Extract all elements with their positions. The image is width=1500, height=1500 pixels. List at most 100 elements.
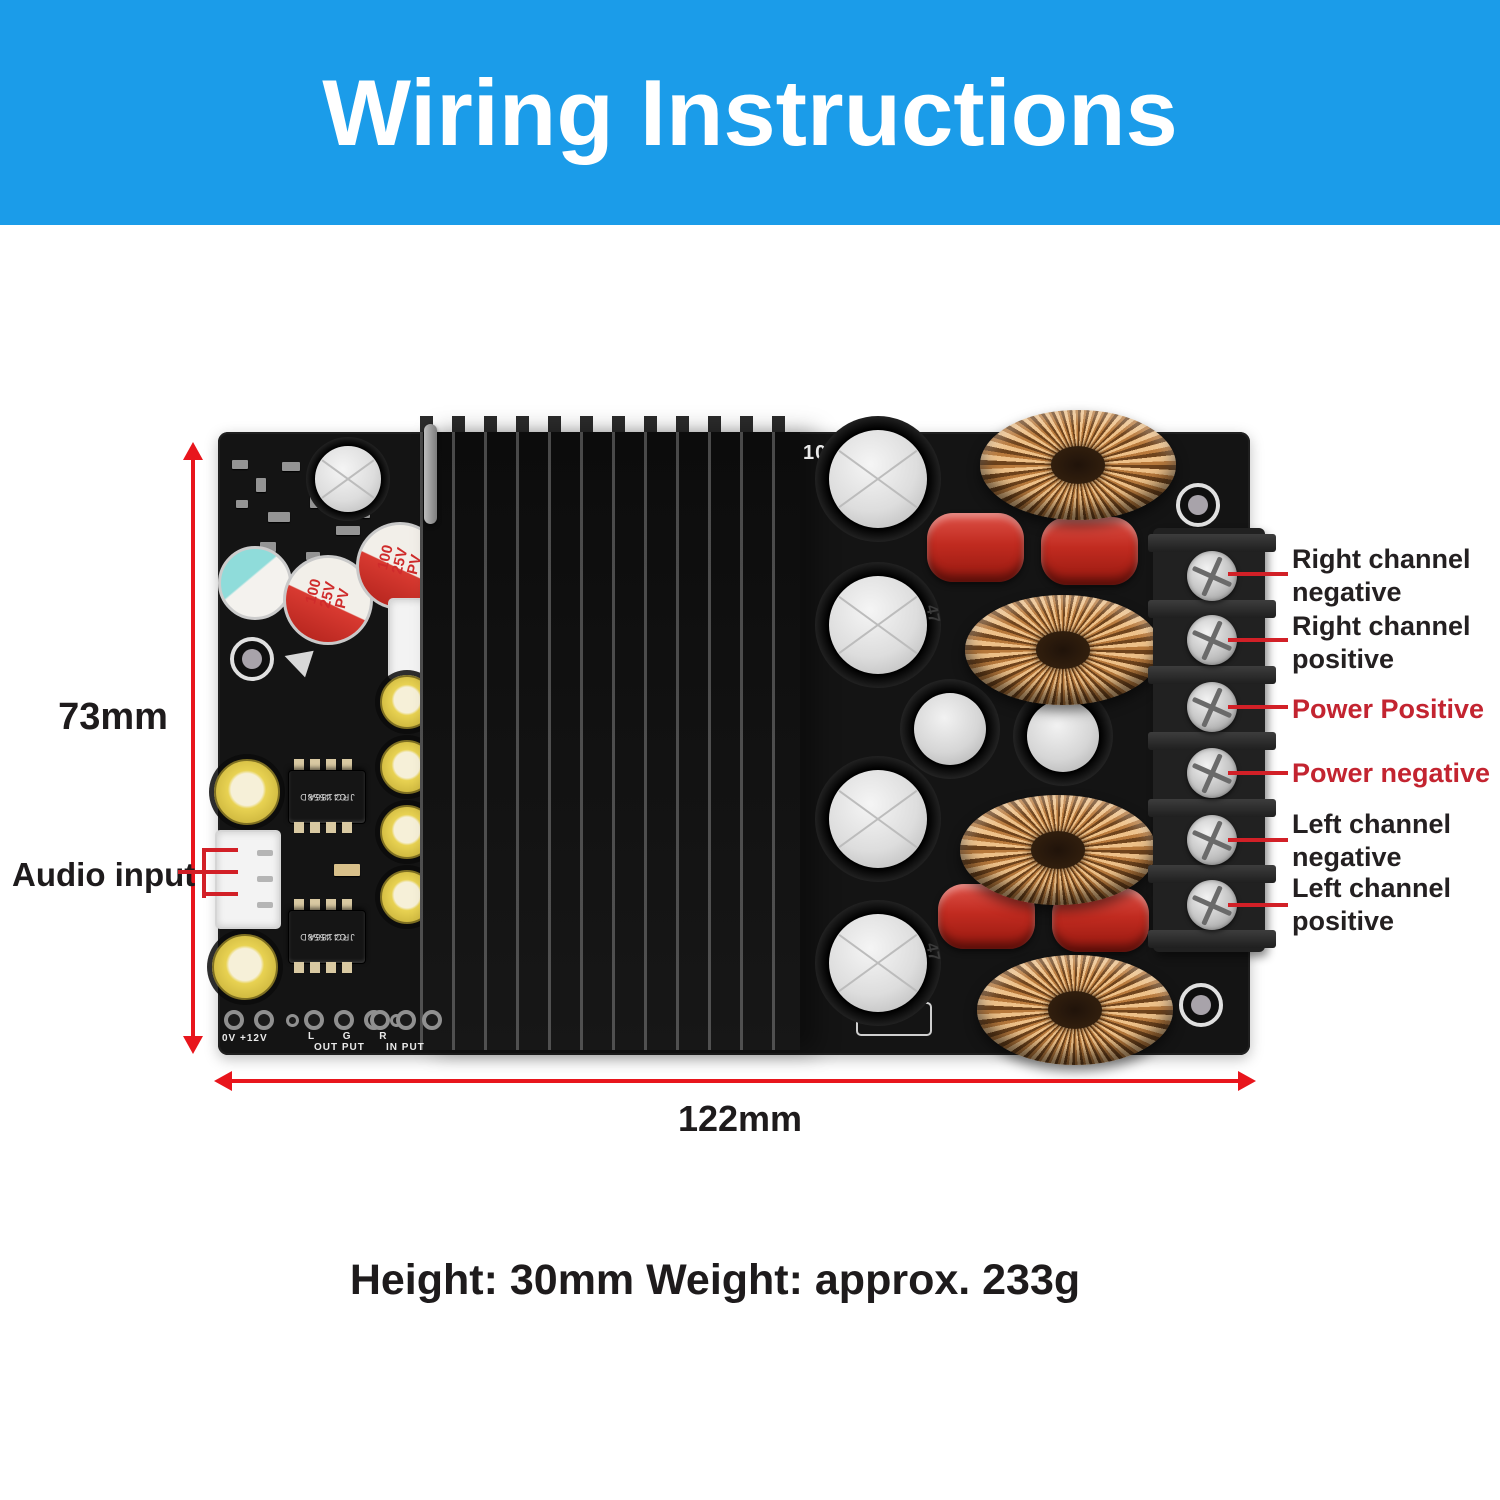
smd-component bbox=[232, 460, 248, 469]
terminal-label-line: negative bbox=[1292, 577, 1402, 607]
terminal-barrier bbox=[1148, 666, 1276, 684]
terminal-barrier bbox=[1148, 732, 1276, 750]
heatsink bbox=[420, 432, 800, 1050]
solder-pad bbox=[286, 1014, 299, 1027]
toroid-inductor bbox=[965, 595, 1161, 705]
terminal-label-right-positive: Right channel positive bbox=[1292, 610, 1500, 676]
ic-pins bbox=[294, 962, 358, 973]
terminal-barrier bbox=[1148, 930, 1276, 948]
arrow-head-left bbox=[214, 1071, 232, 1091]
pad-label-letters: L G R bbox=[308, 1031, 400, 1042]
terminal-pointer-line bbox=[1228, 903, 1288, 907]
toroid-inductor bbox=[960, 795, 1156, 905]
mounting-hole bbox=[1179, 983, 1223, 1027]
height-dimension-label: 73mm bbox=[58, 696, 168, 738]
terminal-label-power-positive: Power Positive bbox=[1292, 693, 1500, 726]
ic-marking: JRC 4558D bbox=[299, 932, 355, 943]
yellow-capacitor bbox=[214, 759, 280, 825]
pad-label-power: 0V +12V bbox=[222, 1033, 268, 1044]
toroid-inductor bbox=[977, 955, 1173, 1065]
terminal-pointer-line bbox=[1228, 771, 1288, 775]
terminal-pointer-line bbox=[1228, 838, 1288, 842]
audio-pointer-line bbox=[202, 870, 238, 874]
terminal-label-line: negative bbox=[1292, 842, 1402, 872]
solder-pad bbox=[334, 1010, 354, 1030]
smd-component bbox=[336, 526, 360, 535]
pv-capacitor: 100 25V PV bbox=[283, 555, 373, 645]
terminal-label-power-negative: Power negative bbox=[1292, 757, 1500, 790]
pad-label-output: OUT PUT bbox=[314, 1042, 365, 1053]
smd-component bbox=[236, 500, 248, 508]
bus-capacitor bbox=[815, 416, 941, 542]
width-dimension-label: 122mm bbox=[677, 1098, 803, 1139]
ic-pins bbox=[294, 899, 358, 910]
height-dimension-arrow bbox=[191, 458, 195, 1038]
terminal-label-left-negative: Left channel negative bbox=[1292, 808, 1500, 874]
smd-component bbox=[256, 478, 266, 492]
terminal-label-line: Left channel bbox=[1292, 873, 1452, 903]
terminal-label-line: Power negative bbox=[1292, 758, 1491, 788]
solder-pad bbox=[224, 1010, 244, 1030]
width-dimension-arrow bbox=[230, 1079, 1240, 1083]
solder-pad bbox=[304, 1010, 324, 1030]
terminal-barrier bbox=[1148, 799, 1276, 817]
terminal-label-line: Right channel bbox=[1292, 611, 1471, 641]
terminal-barrier bbox=[1148, 534, 1276, 552]
terminal-label-line: Right channel bbox=[1292, 544, 1471, 574]
audio-input-connector bbox=[215, 830, 281, 929]
smd-component bbox=[282, 462, 300, 471]
capacitor-marking: 47 bbox=[922, 603, 943, 625]
filter-capacitor bbox=[900, 679, 1000, 779]
solder-pad bbox=[254, 1010, 274, 1030]
speaker-symbol bbox=[280, 642, 314, 678]
terminal-label-right-negative: Right channel negative bbox=[1292, 543, 1500, 609]
bus-capacitor bbox=[815, 756, 941, 882]
ic-marking: JRC 4558D bbox=[299, 792, 355, 803]
audio-input-label: Audio input bbox=[12, 856, 196, 893]
terminal-barrier bbox=[1148, 600, 1276, 618]
solder-pad bbox=[370, 1010, 390, 1030]
smd-component bbox=[268, 512, 290, 522]
opamp-ic: C4186A JRC 4558D bbox=[288, 910, 366, 964]
ic-pins bbox=[294, 759, 358, 770]
film-capacitor bbox=[927, 513, 1024, 582]
mounting-hole bbox=[230, 637, 274, 681]
mounting-hole bbox=[1176, 483, 1220, 527]
audio-pointer-line bbox=[202, 892, 238, 896]
audio-pointer-line bbox=[178, 870, 204, 874]
capacitor-marking: 47 bbox=[922, 941, 943, 963]
amplifier-board: 100 25V PV 100 25V PV C4186A JRC 4558D C… bbox=[212, 410, 1276, 1065]
terminal-pointer-line bbox=[1228, 572, 1288, 576]
bus-capacitor: 47 bbox=[815, 900, 943, 1026]
terminal-label-line: Power Positive bbox=[1292, 694, 1485, 724]
toroid-inductor bbox=[980, 410, 1176, 520]
terminal-pointer-line bbox=[1228, 638, 1288, 642]
terminal-label-line: positive bbox=[1292, 644, 1395, 674]
terminal-barrier bbox=[1148, 865, 1276, 883]
terminal-label-left-positive: Left channel positive bbox=[1292, 872, 1500, 938]
spec-footer: Height: 30mm Weight: approx. 233g bbox=[349, 1256, 1081, 1304]
smd-resistor bbox=[334, 864, 360, 876]
teal-capacitor bbox=[218, 546, 292, 620]
solder-pad bbox=[422, 1010, 442, 1030]
terminal-label-line: Left channel bbox=[1292, 809, 1452, 839]
terminal-screw-right-negative bbox=[1187, 551, 1237, 601]
header-banner: Wiring Instructions bbox=[0, 0, 1500, 225]
bus-capacitor: 47 bbox=[815, 562, 943, 688]
terminal-label-line: positive bbox=[1292, 906, 1395, 936]
heatsink-clip bbox=[424, 424, 437, 524]
electrolytic-capacitor bbox=[306, 437, 390, 521]
heatsink-fin-tips bbox=[420, 416, 800, 432]
pad-label-input: IN PUT bbox=[386, 1042, 425, 1053]
smd-component bbox=[260, 542, 276, 552]
opamp-ic: C4186A JRC 4558D bbox=[288, 770, 366, 824]
arrow-head-right bbox=[1238, 1071, 1256, 1091]
film-capacitor bbox=[1041, 517, 1138, 585]
ic-pins bbox=[294, 822, 358, 833]
audio-pointer-line bbox=[202, 848, 238, 852]
solder-pad bbox=[396, 1010, 416, 1030]
arrow-head-down bbox=[183, 1036, 203, 1054]
yellow-capacitor bbox=[212, 934, 278, 1000]
smd-component bbox=[306, 552, 320, 560]
